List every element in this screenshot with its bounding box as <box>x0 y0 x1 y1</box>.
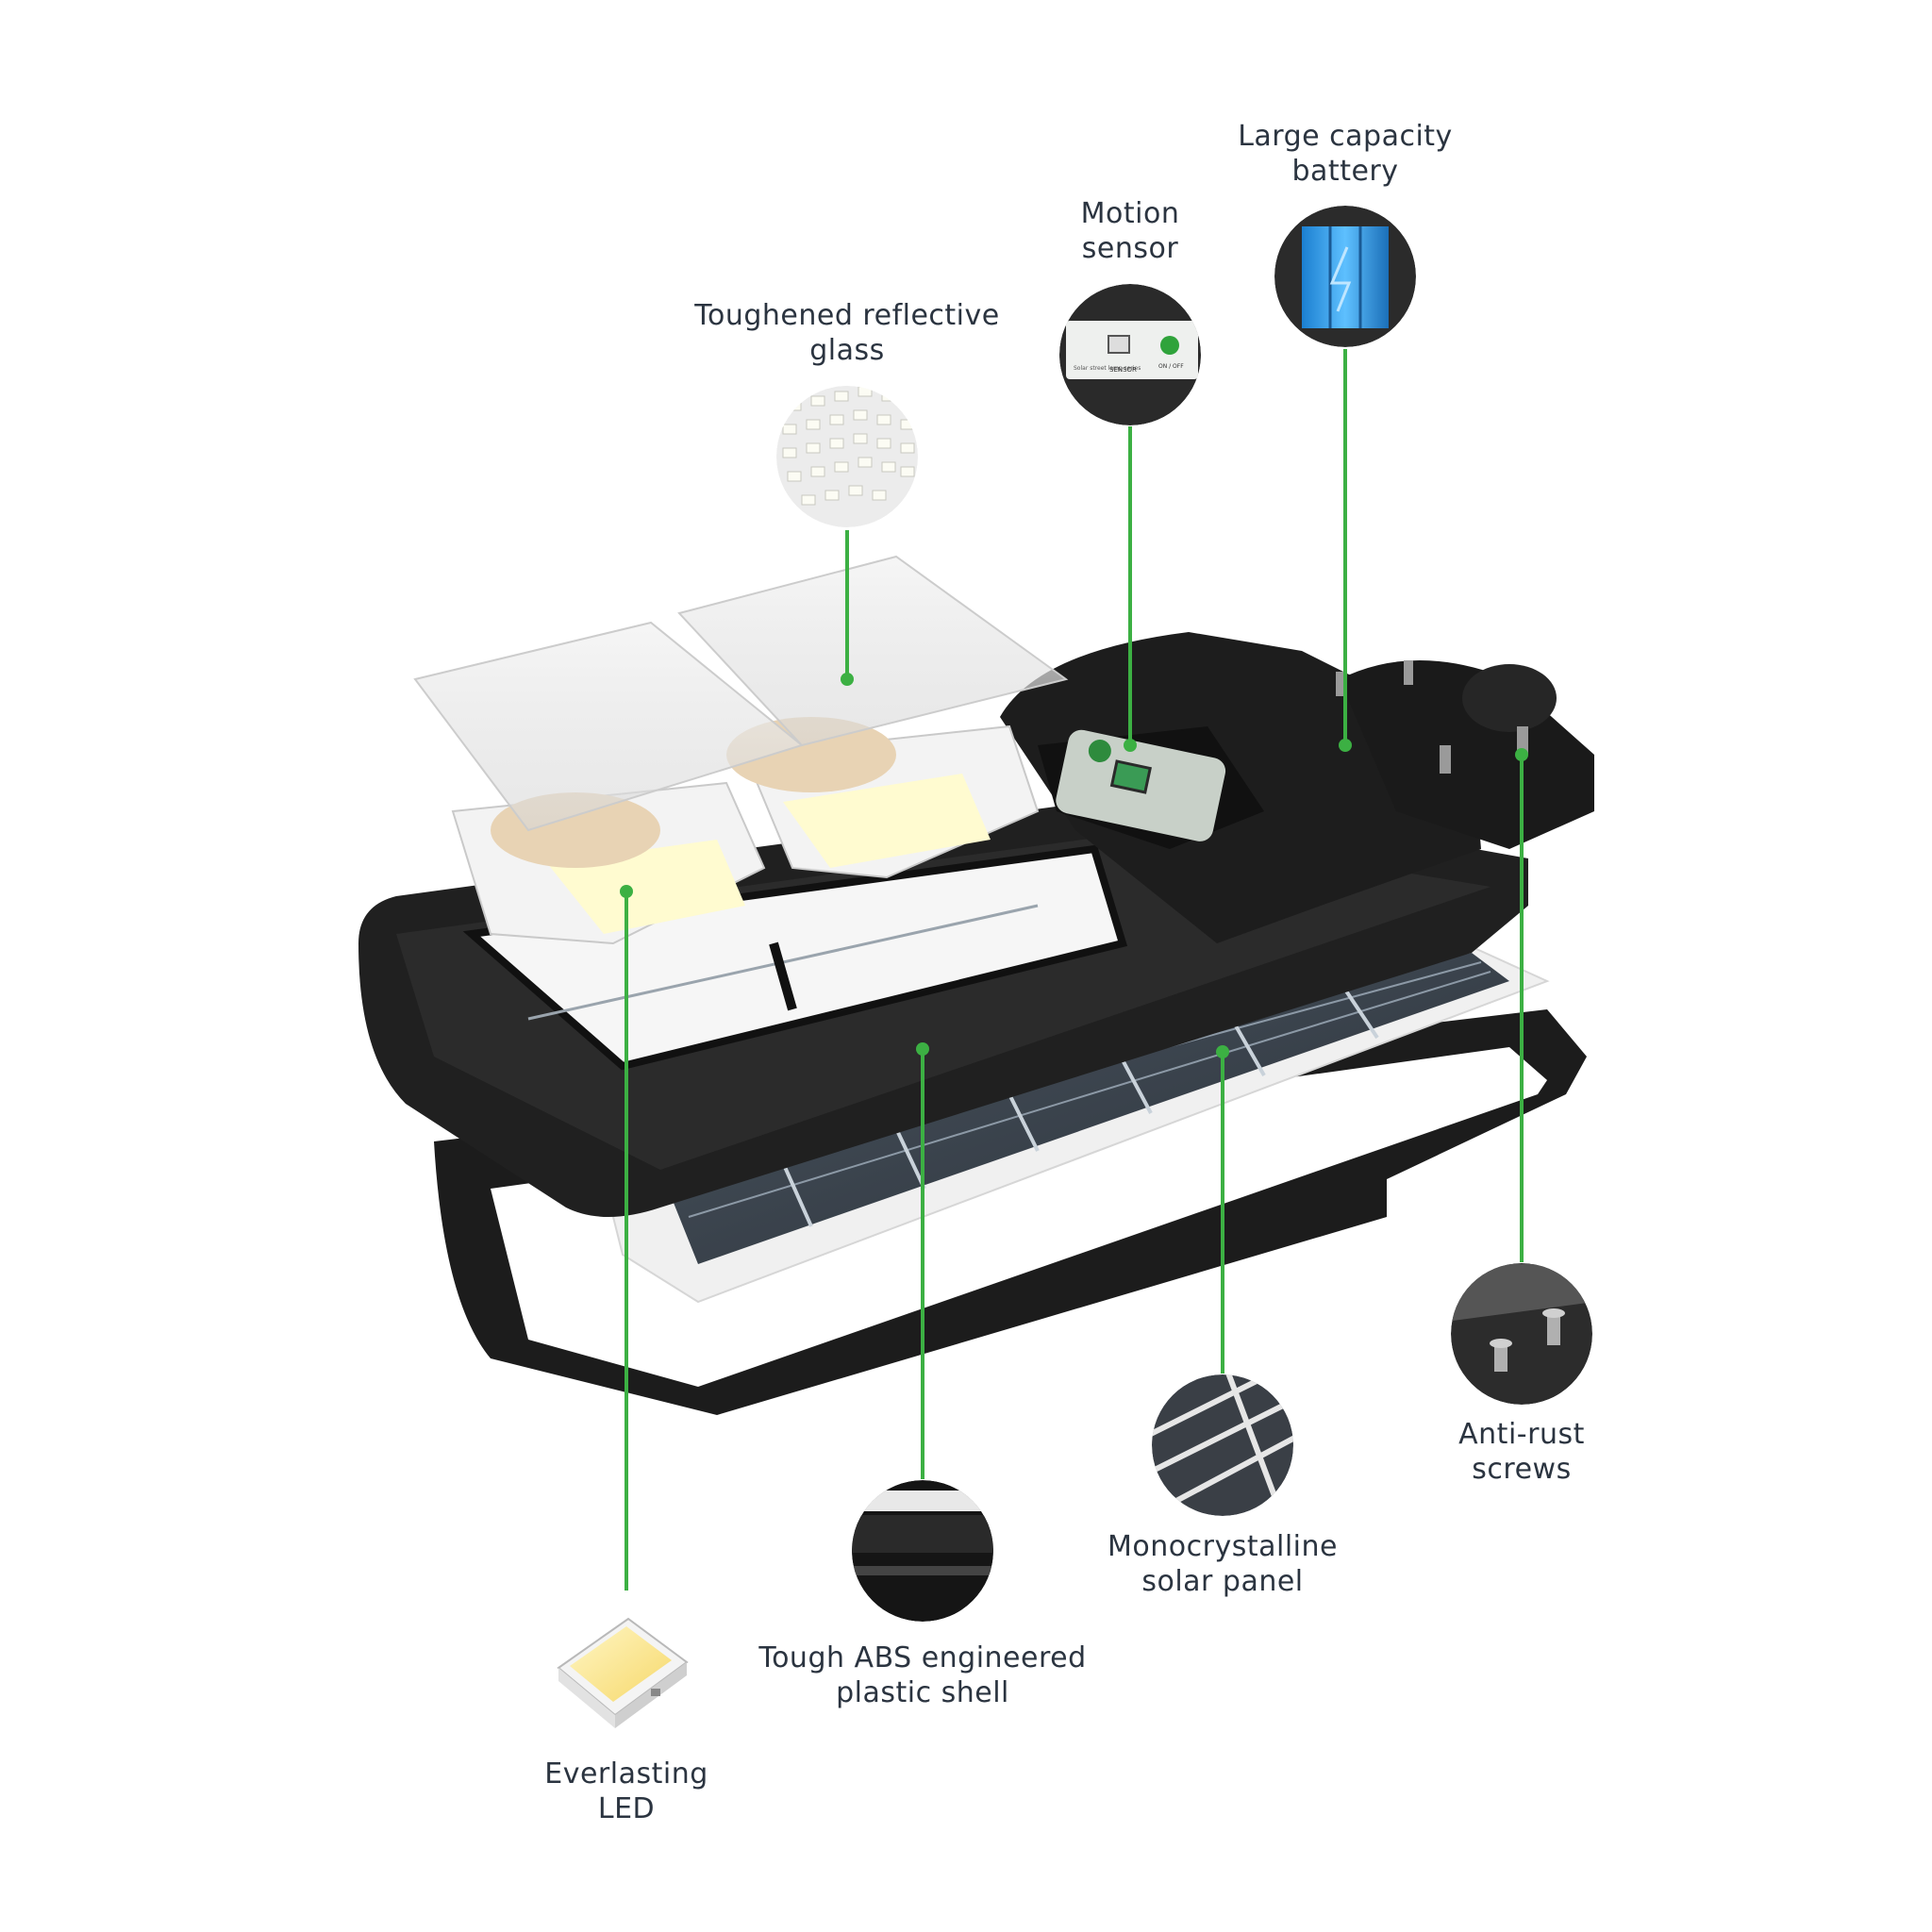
led-label-line1: Everlasting <box>544 1757 708 1790</box>
glass-label-line2: glass <box>809 334 885 367</box>
shell-detail-circle <box>852 1480 993 1622</box>
led-label: Everlasting LED <box>544 1757 708 1826</box>
motion-sensor-detail-circle: Solar street lamp series SENSOR ON / OFF <box>1059 284 1201 425</box>
solar-label-line1: Monocrystalline <box>1108 1530 1338 1563</box>
callout-dots <box>620 673 1528 1058</box>
shell-label-line1: Tough ABS engineered <box>758 1641 1087 1674</box>
motion-sensor-label: Motion sensor <box>1081 196 1180 266</box>
glass-covers <box>413 555 1069 832</box>
screws-label-line2: screws <box>1472 1453 1572 1486</box>
glass-detail-circle <box>776 386 918 527</box>
solar-label-line2: solar panel <box>1141 1565 1304 1598</box>
battery-label-line2: battery <box>1291 155 1399 188</box>
solar-panel-label: Monocrystalline solar panel <box>1108 1529 1338 1599</box>
battery-label: Large capacity battery <box>1238 119 1453 189</box>
sensor-text: SENSOR <box>1109 366 1137 374</box>
shell-label-line2: plastic shell <box>836 1676 1009 1709</box>
sensor-brand-text: Solar street lamp series <box>1074 365 1141 372</box>
motion-label-line1: Motion <box>1080 197 1180 230</box>
battery-detail-circle <box>1274 206 1416 347</box>
glass-label: Toughened reflective glass <box>694 298 999 368</box>
callout-lines <box>625 349 1524 1591</box>
glass-label-line1: Toughened reflective <box>694 299 1000 332</box>
battery-label-line1: Large capacity <box>1238 120 1453 153</box>
screws-label: Anti-rust screws <box>1458 1417 1585 1487</box>
on-off-text: ON / OFF <box>1158 363 1184 370</box>
motion-label-line2: sensor <box>1081 232 1179 265</box>
solar-detail-circle <box>1152 1374 1293 1516</box>
shell-label: Tough ABS engineered plastic shell <box>758 1641 1086 1710</box>
screws-detail-circle <box>1451 1263 1592 1405</box>
led-label-line2: LED <box>597 1792 656 1825</box>
screws-label-line1: Anti-rust <box>1458 1418 1585 1451</box>
led-chip <box>557 1617 689 1728</box>
